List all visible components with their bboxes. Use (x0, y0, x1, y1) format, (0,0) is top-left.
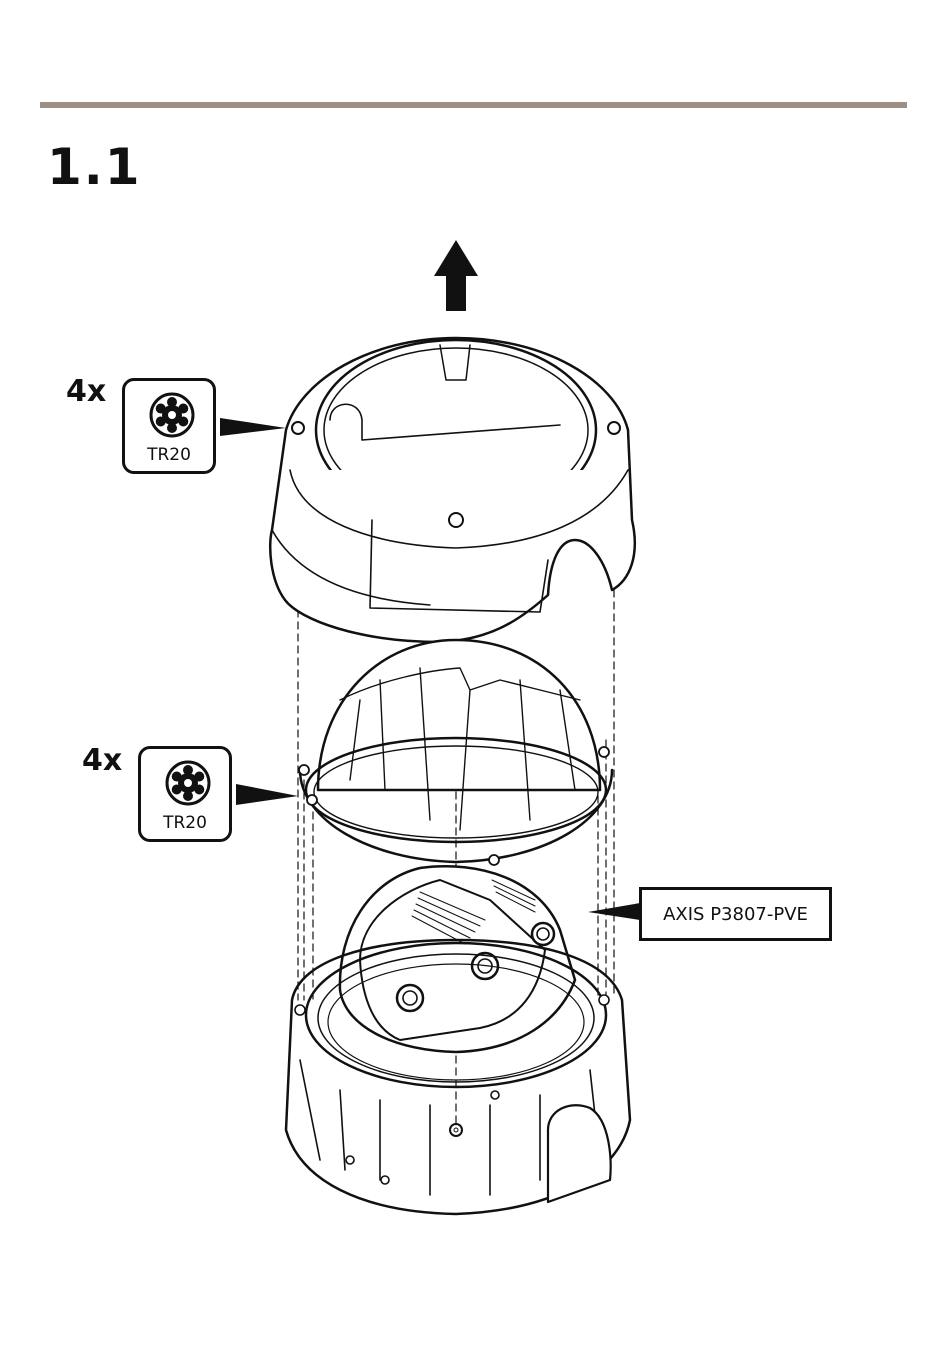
lift-arrow-icon (434, 240, 478, 311)
top-cover (270, 338, 635, 642)
top-callout-pointer (220, 418, 286, 436)
camera-body (340, 866, 575, 1052)
middle-callout-pointer (236, 784, 298, 805)
